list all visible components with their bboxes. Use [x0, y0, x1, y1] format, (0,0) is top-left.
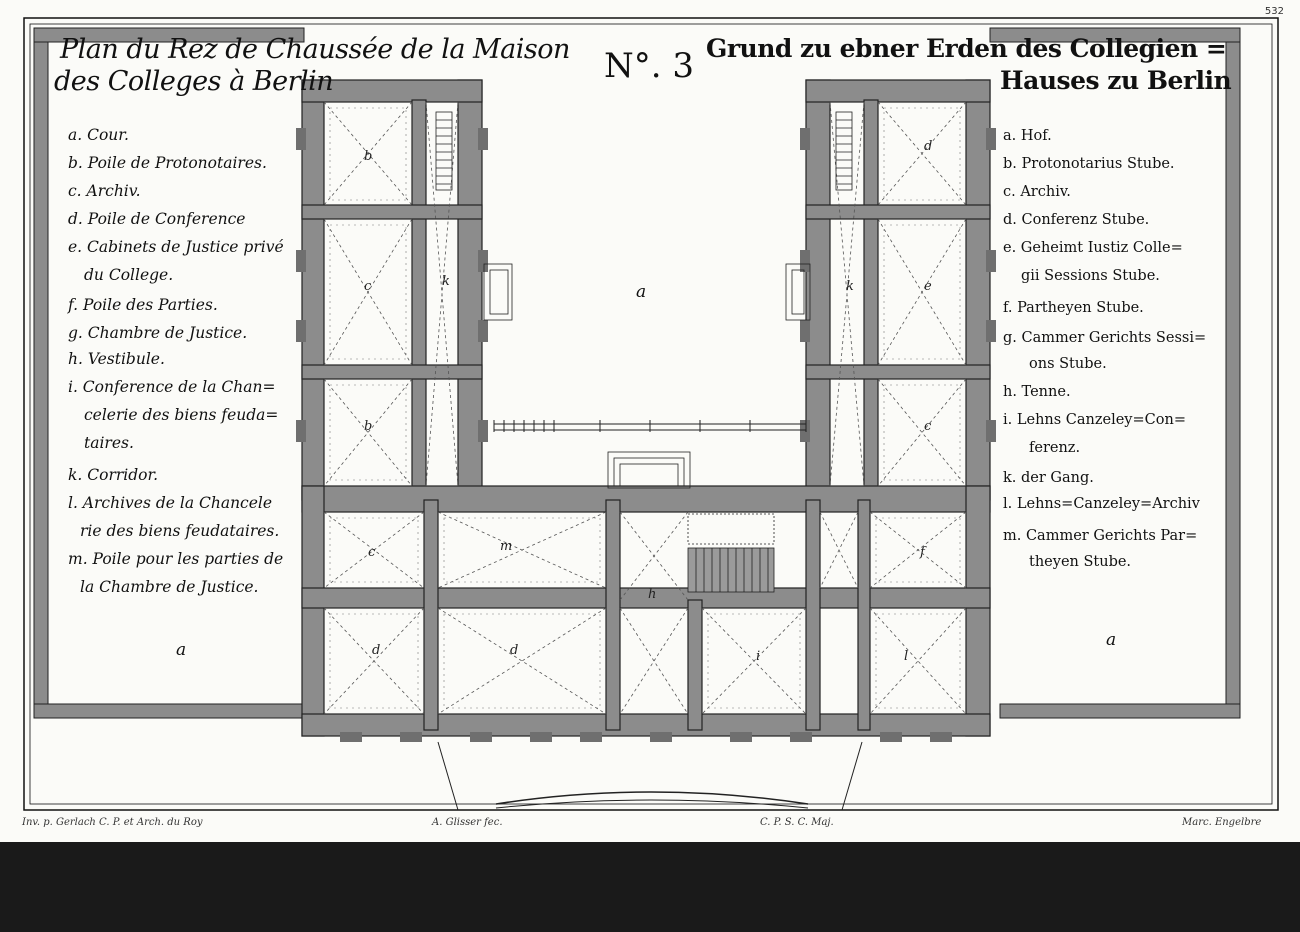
court-label: a: [636, 282, 647, 302]
legend-item: b. Poile de Protonotaires.: [68, 154, 267, 172]
credit-architect: Inv. p. Gerlach C. P. et Arch. du Roy: [22, 817, 203, 828]
legend-item: l. Archives de la Chancele: [68, 494, 273, 512]
title-german-line2: Hauses zu Berlin: [1000, 66, 1232, 95]
engraved-plate: b c k b d k e c c m h f d d i l 532 Plan…: [22, 6, 1284, 828]
vault-ribs: [329, 107, 961, 709]
credit-publisher: Marc. Engelbre: [1182, 817, 1262, 828]
legend-item: c. Archiv.: [1003, 184, 1071, 200]
legend-item: a. Cour.: [68, 126, 129, 144]
room-letter: l: [904, 649, 908, 664]
building-walls: [301, 79, 991, 737]
staircases: [435, 111, 853, 593]
room-letter: c: [368, 545, 376, 560]
credit-engraver: A. Glisser fec.: [432, 817, 503, 828]
outer-frame: [23, 17, 1279, 811]
legend-item: i. Lehns Canzeley=Con=: [1003, 412, 1186, 428]
room-letter: d: [372, 643, 380, 658]
title-german-line1: Grund zu ebner Erden des Collegien =: [706, 34, 1227, 63]
legend-item: h. Vestibule.: [68, 350, 165, 368]
front-approach: [437, 741, 863, 811]
legend-item: rie des biens feudataires.: [80, 522, 280, 540]
legend-item: celerie des biens feuda=: [84, 406, 279, 424]
room-letter: m: [500, 539, 512, 554]
legend-item: e. Geheimt Iustiz Colle=: [1003, 240, 1183, 256]
legend-item: e. Cabinets de Justice privé: [68, 238, 284, 256]
scale-bar: [493, 420, 807, 432]
title-french-line1: Plan du Rez de Chaussée de la Maison: [60, 34, 570, 65]
legend-item: f. Poile des Parties.: [68, 296, 218, 314]
room-letter: k: [442, 274, 450, 289]
legend-item: du College.: [84, 266, 174, 284]
boundary-walls: [33, 27, 1241, 719]
legend-item: ons Stube.: [1029, 356, 1107, 372]
legend-item: m. Poile pour les parties de: [68, 550, 284, 568]
legend-item: h. Tenne.: [1003, 384, 1071, 400]
room-letters: b c k b d k e c c m h f d d i l: [364, 139, 932, 664]
vault-lines: [323, 101, 967, 715]
yard-right-label: a: [1106, 630, 1117, 650]
legend-item: taires.: [84, 434, 134, 452]
credit-privilege: C. P. S. C. Maj.: [760, 817, 834, 828]
room-letter: d: [924, 139, 932, 154]
legend-item: m. Cammer Gerichts Par=: [1003, 528, 1198, 544]
bottom-strip: [0, 842, 1300, 932]
legend-item: g. Cammer Gerichts Sessi=: [1003, 330, 1207, 346]
entrance-steps: [483, 263, 811, 489]
room-letter: c: [364, 279, 372, 294]
legend-item: g. Chambre de Justice.: [68, 324, 248, 342]
room-letter: f: [919, 545, 927, 560]
legend-item: c. Archiv.: [68, 182, 141, 200]
page-number: 532: [1264, 6, 1284, 17]
legend-item: theyen Stube.: [1029, 554, 1132, 570]
legend-item: f. Partheyen Stube.: [1003, 300, 1144, 316]
legend-item: k. der Gang.: [1003, 470, 1094, 486]
yard-left-label: a: [176, 640, 187, 660]
inner-frame: [29, 23, 1273, 805]
window-piers: [296, 128, 996, 742]
room-letter: d: [510, 643, 518, 658]
room-letter: c: [924, 419, 932, 434]
room-letter: e: [924, 279, 932, 294]
room-letter: b: [364, 419, 372, 434]
room-letter: h: [648, 587, 656, 602]
legend-item: l. Lehns=Canzeley=Archiv: [1003, 496, 1200, 512]
plate-number: N°. 3: [604, 46, 694, 86]
legend-item: la Chambre de Justice.: [80, 578, 259, 596]
room-letter: i: [756, 649, 760, 664]
legend-item: k. Corridor.: [68, 466, 159, 484]
legend-item: b. Protonotarius Stube.: [1003, 156, 1175, 172]
floor-plan: b c k b d k e c c m h f d d i l: [23, 17, 1279, 811]
legend-item: d. Conferenz Stube.: [1003, 212, 1150, 228]
room-letter: k: [846, 279, 854, 294]
legend-item: a. Hof.: [1003, 128, 1052, 144]
legend-item: i. Conference de la Chan=: [68, 378, 276, 396]
room-letter: b: [364, 149, 372, 164]
legend-item: ferenz.: [1029, 440, 1081, 456]
title-french-line2: des Colleges à Berlin: [54, 66, 334, 97]
legend-item: d. Poile de Conference: [68, 210, 246, 228]
legend-item: gii Sessions Stube.: [1021, 268, 1160, 284]
